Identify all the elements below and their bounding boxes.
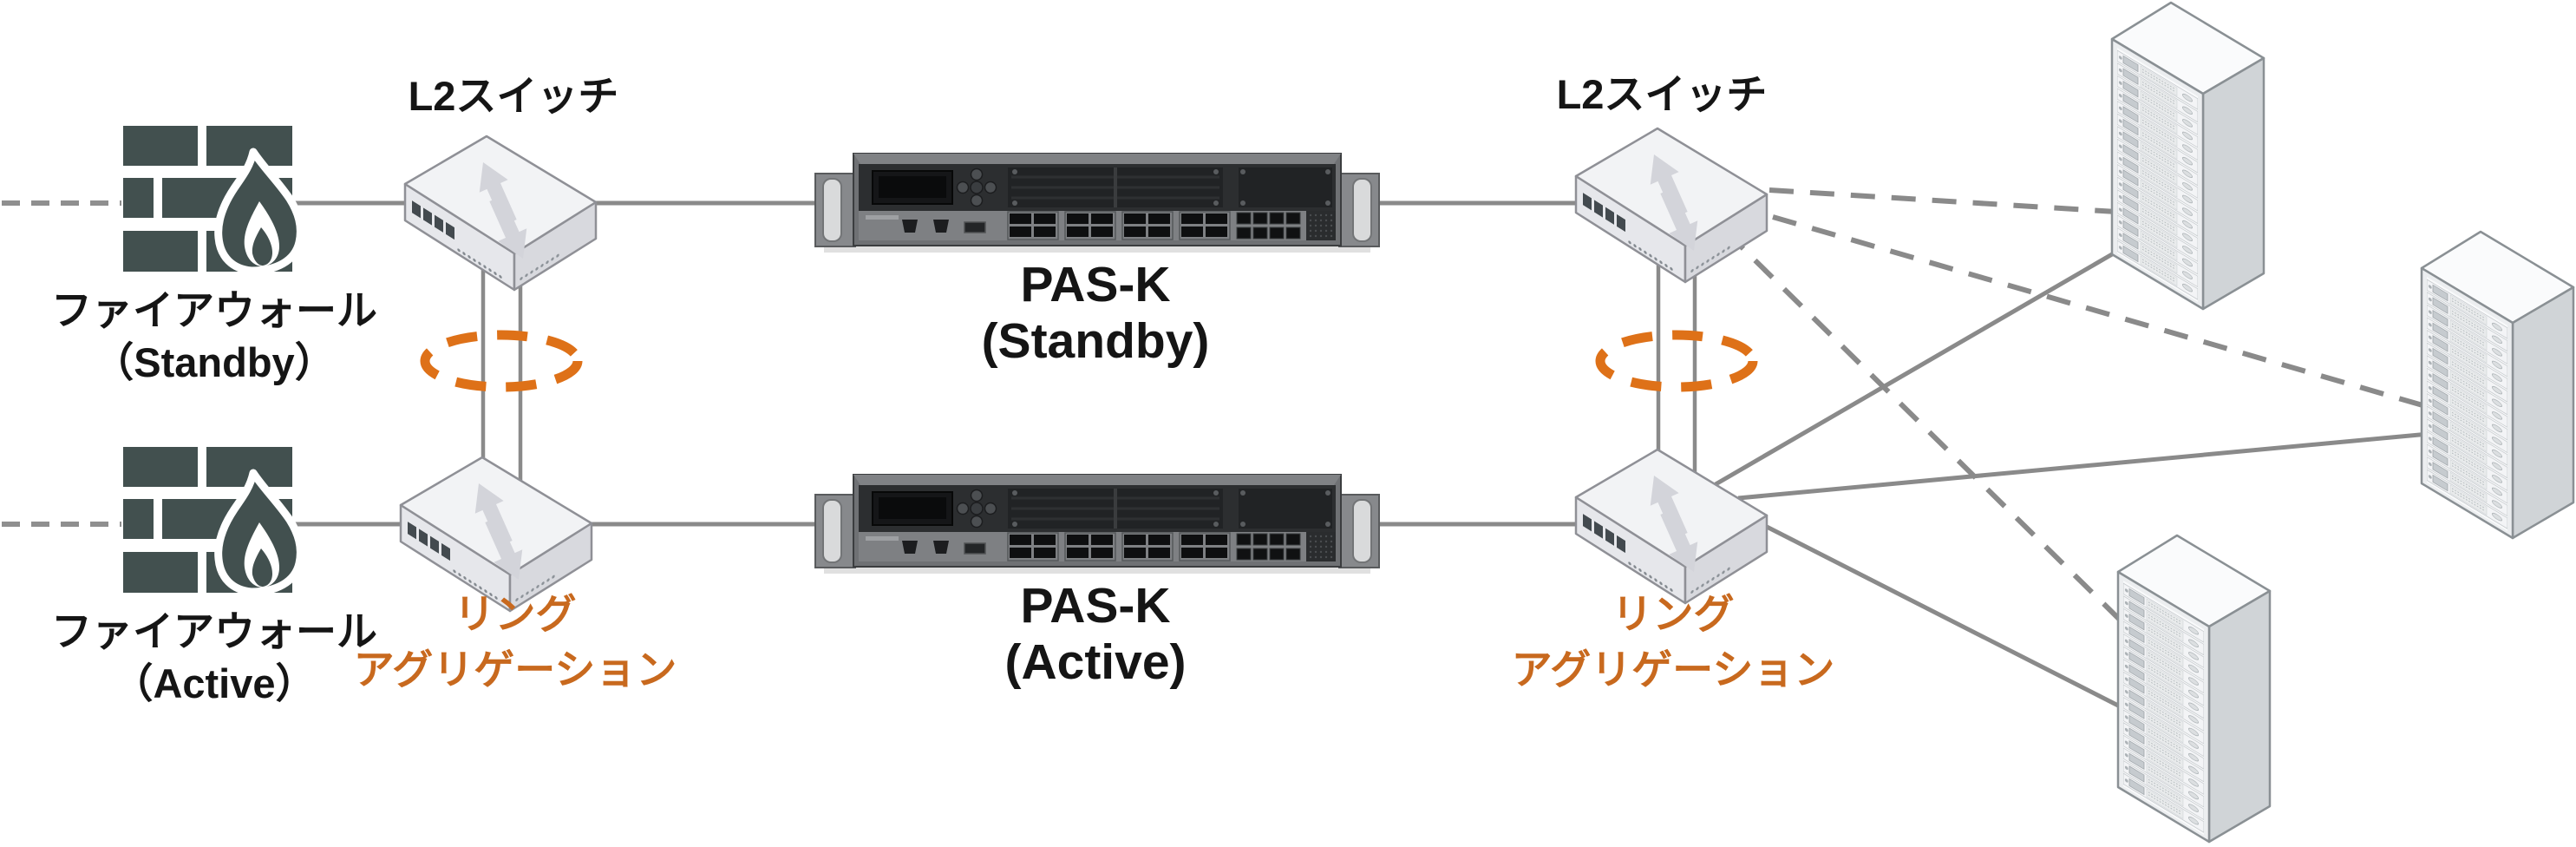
- pask-standby-name: PAS-K: [1020, 257, 1170, 312]
- ring-aggregation-left-line1: リング: [454, 591, 577, 637]
- firewall-active-name: ファイアウォール: [51, 608, 377, 654]
- l2-switch-left-label: L2スイッチ: [409, 73, 619, 119]
- ring-aggregation-right-line1: リング: [1612, 591, 1735, 637]
- firewall-standby-state: （Standby）: [93, 339, 335, 385]
- firewall-standby-name: ファイアウォール: [51, 287, 377, 333]
- l2-switch-top-right: [1576, 128, 1767, 282]
- dashed-link-rack3: [1723, 229, 2125, 625]
- firewall-standby-icon: [123, 126, 300, 272]
- pask-active-name: PAS-K: [1020, 578, 1170, 634]
- ring-aggregation-right-line2: アグリゲーション: [1512, 647, 1835, 693]
- firewall-active-state: （Active）: [112, 660, 316, 706]
- solid-link-rack2: [1737, 431, 2429, 501]
- firewall-active-icon: [123, 447, 300, 593]
- pask-standby-appliance: [814, 152, 1381, 254]
- ring-aggregation-ellipse-left: [420, 330, 583, 392]
- ring-aggregation-left-line2: アグリゲーション: [354, 647, 677, 693]
- server-rack-2: [2422, 232, 2573, 538]
- l2-switch-right-label: L2スイッチ: [1557, 71, 1768, 117]
- pask-standby-state: (Standby): [982, 313, 1210, 369]
- solid-link-rack3: [1763, 523, 2125, 711]
- dashed-link-rack2: [1772, 214, 2429, 410]
- solid-link-rack1: [1714, 248, 2120, 487]
- server-rack-1: [2112, 3, 2264, 309]
- pask-active-state: (Active): [1004, 634, 1186, 690]
- server-rack-3: [2118, 535, 2270, 842]
- dashed-link-rack1: [1769, 187, 2117, 214]
- l2-switch-top-left: [405, 136, 596, 290]
- ring-aggregation-ellipse-right: [1595, 330, 1758, 392]
- l2-switch-bottom-left: [401, 457, 592, 611]
- pask-active-appliance: [814, 473, 1381, 575]
